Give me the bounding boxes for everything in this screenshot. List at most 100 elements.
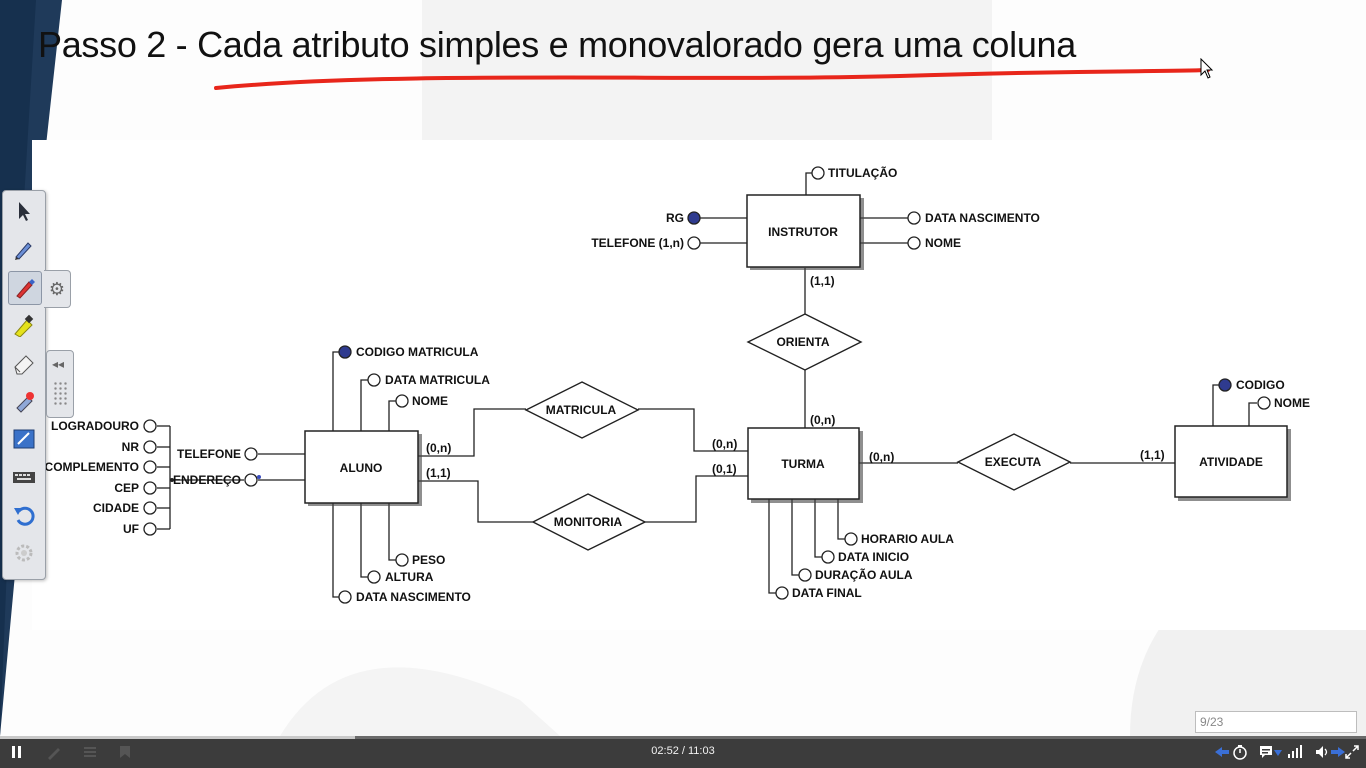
- attr-circle-nome-aluno: [395, 394, 409, 408]
- next-icon[interactable]: [1328, 742, 1348, 762]
- relationship-orienta-label: ORIENTA: [776, 335, 829, 349]
- whiteboard-icon[interactable]: [8, 423, 40, 455]
- annotation-toolbar: [2, 190, 46, 580]
- captions-icon[interactable]: [1256, 742, 1276, 762]
- attr-key-circle-codigo-matricula: [338, 345, 352, 359]
- progress-track[interactable]: [0, 736, 1366, 739]
- attr-label-data-nascimento-aluno: DATA NASCIMENTO: [356, 590, 471, 604]
- cardinality-label: (1,1): [1140, 448, 1165, 462]
- connector-dot: [257, 475, 261, 479]
- attr-circle-titulacao: [811, 166, 825, 180]
- exit-fullscreen-icon[interactable]: [1342, 742, 1362, 762]
- entity-instrutor: INSTRUTOR: [746, 194, 864, 270]
- cardinality-label: (1,1): [810, 274, 835, 288]
- pen-color-icon[interactable]: [8, 271, 42, 305]
- entity-turma: TURMA: [747, 427, 863, 503]
- page-indicator: 9/23: [1195, 711, 1357, 733]
- attr-circle-peso: [395, 553, 409, 567]
- attr-circle-nome-instrutor: [907, 236, 921, 250]
- attr-label-logradouro: LOGRADOURO: [51, 419, 139, 433]
- cardinality-label: (0,n): [426, 441, 451, 455]
- attr-circle-nr: [143, 440, 157, 454]
- attr-circle-endereco: [244, 473, 258, 487]
- volume-icon[interactable]: [1312, 742, 1332, 762]
- attr-label-codigo: CODIGO: [1236, 378, 1285, 392]
- pen-disabled-icon: [44, 742, 64, 762]
- attr-circle-nome-atividade: [1257, 396, 1271, 410]
- gear-icon: ⚙: [48, 278, 66, 299]
- er-diagram: INSTRUTOR ALUNO TURMA ATIVIDADE ORIENTA …: [45, 165, 1310, 604]
- relationship-monitoria: MONITORIA: [531, 493, 647, 551]
- pause-icon[interactable]: [7, 742, 27, 762]
- timer-icon[interactable]: [1230, 742, 1250, 762]
- attr-label-duracao-aula: DURAÇÃO AULA: [815, 567, 913, 582]
- attr-circle-data-nascimento-aluno: [338, 590, 352, 604]
- relationship-executa: EXECUTA: [956, 433, 1072, 491]
- attr-label-complemento: COMPLEMENTO: [45, 460, 139, 474]
- down-arrow-icon[interactable]: [1268, 742, 1288, 762]
- entity-aluno: ALUNO: [304, 430, 422, 506]
- playback-time: 02:52 / 11:03: [651, 745, 715, 757]
- relationship-matricula-label: MATRICULA: [546, 403, 617, 417]
- attr-label-cidade: CIDADE: [93, 501, 139, 515]
- video-player-bar: 02:52 / 11:03: [0, 736, 1366, 768]
- attr-circle-telefone-instrutor: [687, 236, 701, 250]
- slide-title: Passo 2 - Cada atributo simples e monova…: [38, 24, 1076, 65]
- attr-circle-horario-aula: [844, 532, 858, 546]
- settings-icon[interactable]: [8, 537, 40, 569]
- list-disabled-icon: [80, 742, 100, 762]
- attr-label-nome-aluno: NOME: [412, 394, 448, 408]
- cardinality-label: (0,n): [712, 437, 737, 451]
- attr-label-titulacao: TITULAÇÃO: [828, 165, 897, 180]
- entity-atividade: ATIVIDADE: [1174, 425, 1291, 501]
- pen-settings-tab[interactable]: ⚙: [44, 270, 71, 308]
- relationship-executa-label: EXECUTA: [985, 455, 1042, 469]
- entity-instrutor-label: INSTRUTOR: [768, 225, 838, 239]
- attr-label-data-final: DATA FINAL: [792, 586, 862, 600]
- attr-circle-data-matricula: [367, 373, 381, 387]
- attr-label-cep: CEP: [114, 481, 139, 495]
- attr-label-altura: ALTURA: [385, 570, 434, 584]
- cardinality-label: (1,1): [426, 466, 451, 480]
- attr-label-data-inicio: DATA INICIO: [838, 550, 909, 564]
- attr-circle-data-nascimento-instrutor: [907, 211, 921, 225]
- attr-circle-logradouro: [143, 419, 157, 433]
- relationship-monitoria-label: MONITORIA: [554, 515, 623, 529]
- attr-key-circle-codigo: [1218, 378, 1232, 392]
- toolbar-collapse-tab[interactable]: ◂◂: [46, 350, 74, 418]
- attr-circle-duracao-aula: [798, 568, 812, 582]
- attr-label-uf: UF: [123, 522, 139, 536]
- undo-icon[interactable]: [8, 499, 40, 531]
- eraser-icon[interactable]: [8, 347, 40, 379]
- attr-circle-altura: [367, 570, 381, 584]
- attr-label-nome-atividade: NOME: [1274, 396, 1310, 410]
- grip-icon: [53, 381, 67, 407]
- keyboard-icon[interactable]: [8, 461, 40, 493]
- relationship-orienta: ORIENTA: [746, 313, 863, 371]
- previous-icon[interactable]: [1212, 742, 1232, 762]
- highlighter-icon[interactable]: [8, 309, 40, 341]
- attr-circle-cidade: [143, 501, 157, 515]
- attr-label-nome-instrutor: NOME: [925, 236, 961, 250]
- attr-label-horario-aula: HORARIO AULA: [861, 532, 954, 546]
- cardinality-label: (0,n): [869, 450, 894, 464]
- entity-atividade-label: ATIVIDADE: [1199, 455, 1263, 469]
- cardinality-label: (0,n): [810, 413, 835, 427]
- connector-dot: [170, 478, 174, 482]
- cardinality-label: (0,1): [712, 462, 737, 476]
- relationship-matricula: MATRICULA: [524, 381, 640, 439]
- attr-circle-data-final: [775, 586, 789, 600]
- pen-icon[interactable]: [8, 233, 40, 265]
- attr-label-codigo-matricula: CODIGO MATRICULA: [356, 345, 479, 359]
- attr-label-data-matricula: DATA MATRICULA: [385, 373, 490, 387]
- attr-circle-data-inicio: [821, 550, 835, 564]
- entity-aluno-label: ALUNO: [340, 461, 383, 475]
- attr-label-nr: NR: [122, 440, 140, 454]
- laser-pointer-icon[interactable]: [8, 385, 40, 417]
- collapse-arrows-icon: ◂◂: [52, 357, 65, 371]
- attr-label-data-nascimento-instrutor: DATA NASCIMENTO: [925, 211, 1040, 225]
- quality-bars-icon[interactable]: [1284, 742, 1304, 762]
- arrow-pointer-icon[interactable]: [8, 195, 40, 227]
- progress-fill: [0, 736, 356, 739]
- attr-label-telefone-aluno: TELEFONE: [177, 447, 241, 461]
